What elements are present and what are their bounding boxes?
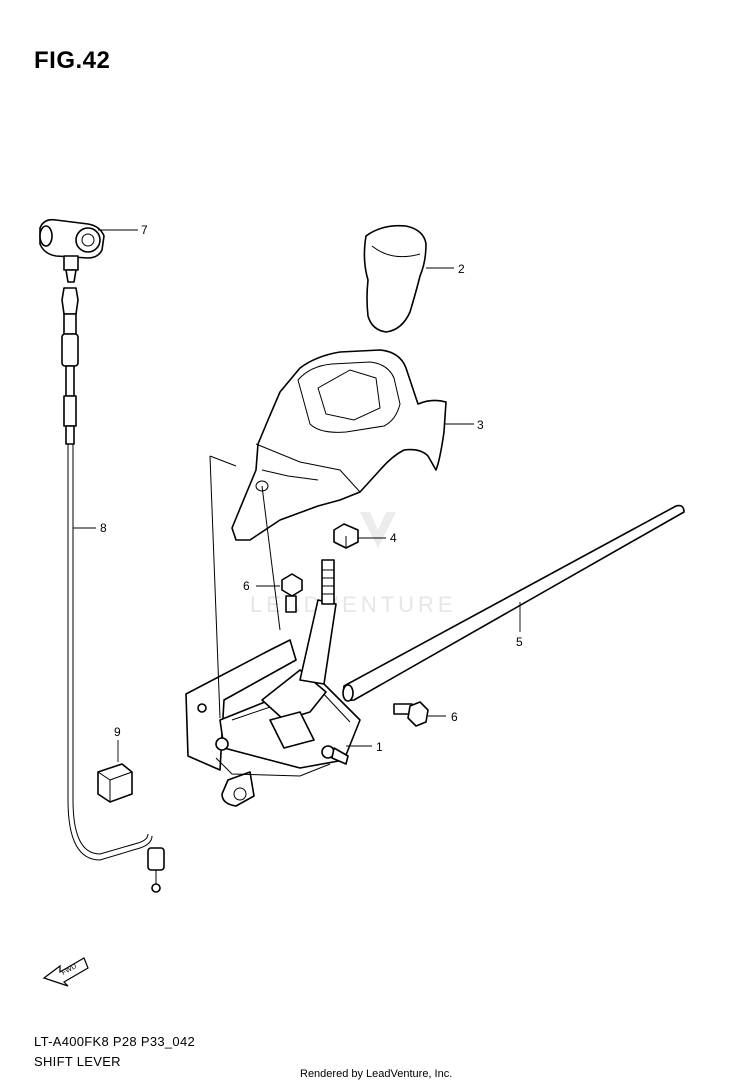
callout-7: 7 (141, 223, 148, 237)
model-code: LT-A400FK8 P28 P33_042 (34, 1034, 196, 1049)
callout-2: 2 (458, 262, 465, 276)
part-3-shift-cover (231, 349, 474, 541)
fwd-arrow-icon: FWD (42, 957, 89, 987)
callout-8: 8 (100, 521, 107, 535)
part-6-bolt-upper (256, 573, 303, 613)
callout-6-lower: 6 (451, 710, 458, 724)
part-9-clamp (97, 740, 133, 803)
watermark-text: LEADVENTURE (250, 592, 457, 617)
callout-6-upper: 6 (243, 579, 250, 593)
figure-title: FIG.42 (34, 47, 111, 74)
part-6-bolt-lower (393, 701, 446, 727)
part-7-cable-holder (39, 218, 138, 283)
part-2-knob (363, 224, 454, 333)
watermark: LEADVENTURE (250, 512, 457, 617)
callout-3: 3 (477, 418, 484, 432)
callout-1: 1 (376, 740, 383, 754)
callout-5: 5 (516, 635, 523, 649)
diagram-caption: SHIFT LEVER (34, 1054, 121, 1069)
part-8-shift-cable (61, 287, 165, 893)
part-5-shift-rod (342, 504, 685, 702)
alignment-lines (209, 455, 281, 719)
callout-9: 9 (114, 725, 121, 739)
part-4-bolt (333, 523, 386, 549)
part-1-shift-lever-assembly (185, 559, 372, 807)
render-credit: Rendered by LeadVenture, Inc. (300, 1068, 453, 1080)
callout-4: 4 (390, 531, 397, 545)
